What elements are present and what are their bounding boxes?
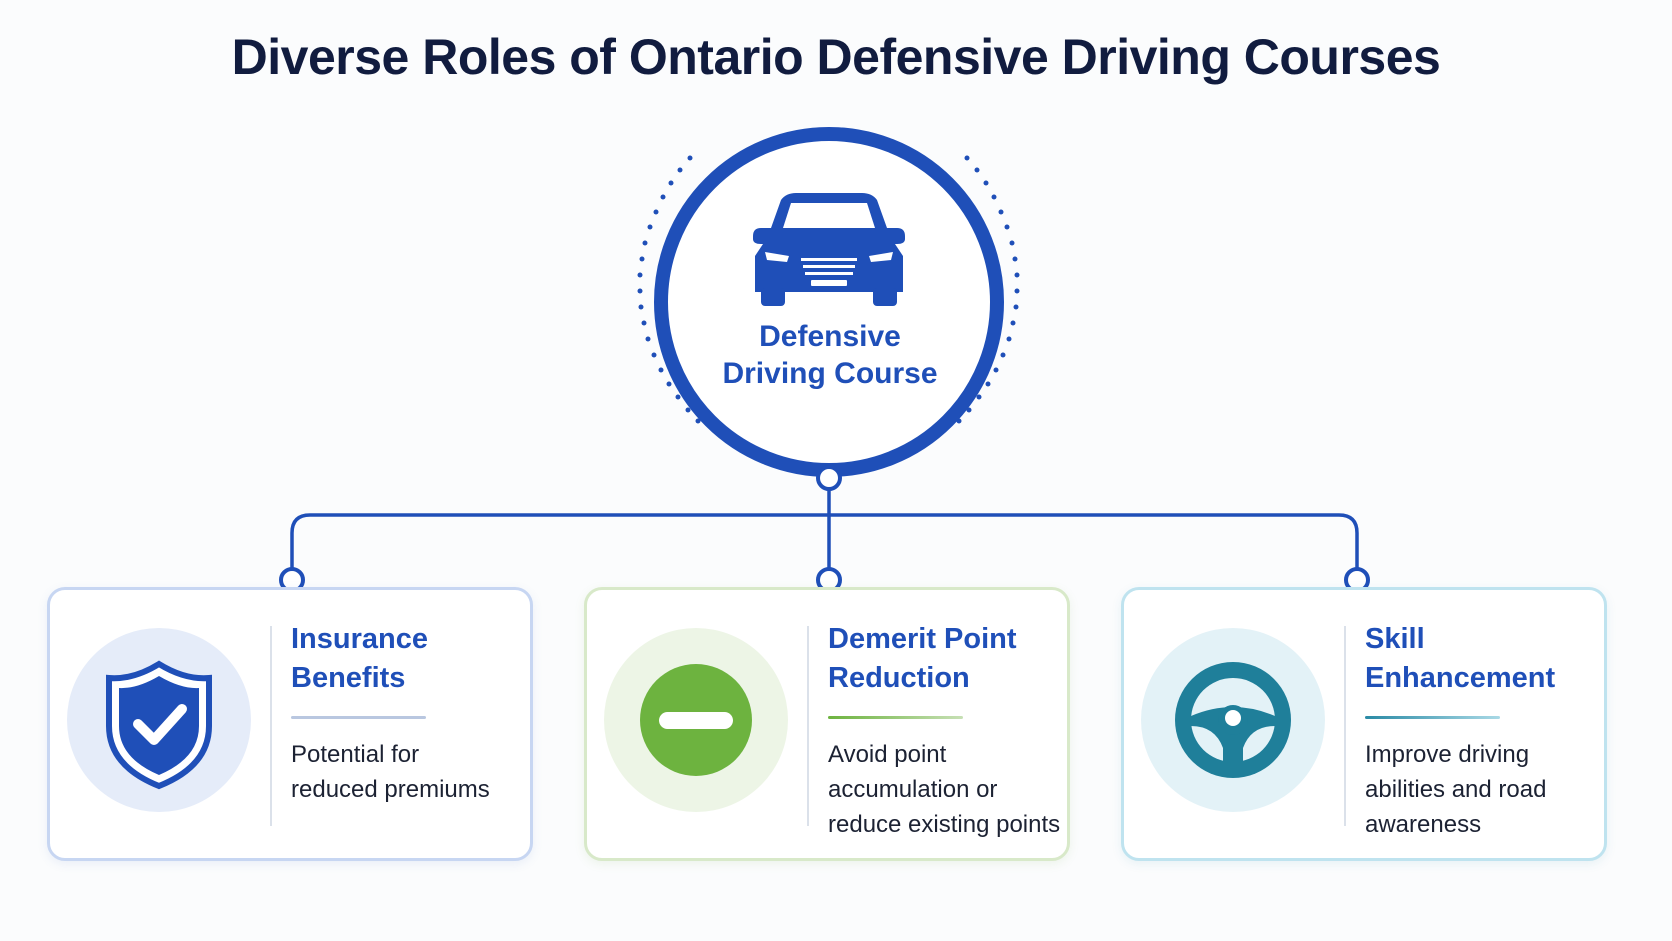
card-insurance-benefits: Insurance Benefits Potential for reduced… <box>47 587 533 861</box>
hub-dots-right <box>956 155 1020 424</box>
connector-node-hub <box>816 465 842 491</box>
card-description: Avoid point accumulation or reduce exist… <box>828 741 1061 838</box>
card-divider <box>1344 626 1346 826</box>
steering-wheel-icon <box>1141 628 1325 812</box>
hub-label-line: Driving Course <box>722 357 938 390</box>
card-description: Improve driving abilities and road aware… <box>1365 741 1547 838</box>
card-accent-line <box>828 716 963 719</box>
hub-label-line: Defensive <box>759 320 901 353</box>
shield-check-icon <box>67 628 251 812</box>
connector-right <box>829 513 1359 574</box>
hub-circle <box>654 127 1004 477</box>
connector-left <box>290 513 829 574</box>
card-title: Insurance Benefits <box>291 623 428 694</box>
hub-dots-left <box>637 155 701 424</box>
hub-label: Defensive Driving Course <box>690 318 970 392</box>
minus-circle-icon <box>604 628 788 812</box>
card-demerit-point-reduction: Demerit Point Reduction Avoid point accu… <box>584 587 1070 861</box>
card-accent-line <box>1365 716 1500 719</box>
card-skill-enhancement: Skill Enhancement Improve driving abilit… <box>1121 587 1607 861</box>
car-icon <box>753 193 905 306</box>
card-title: Skill Enhancement <box>1365 623 1556 694</box>
page-title: Diverse Roles of Ontario Defensive Drivi… <box>231 29 1441 85</box>
card-accent-line <box>291 716 426 719</box>
card-description: Potential for reduced premiums <box>291 741 490 803</box>
card-title: Demerit Point Reduction <box>828 623 1017 694</box>
card-divider <box>807 626 809 826</box>
card-divider <box>270 626 272 826</box>
